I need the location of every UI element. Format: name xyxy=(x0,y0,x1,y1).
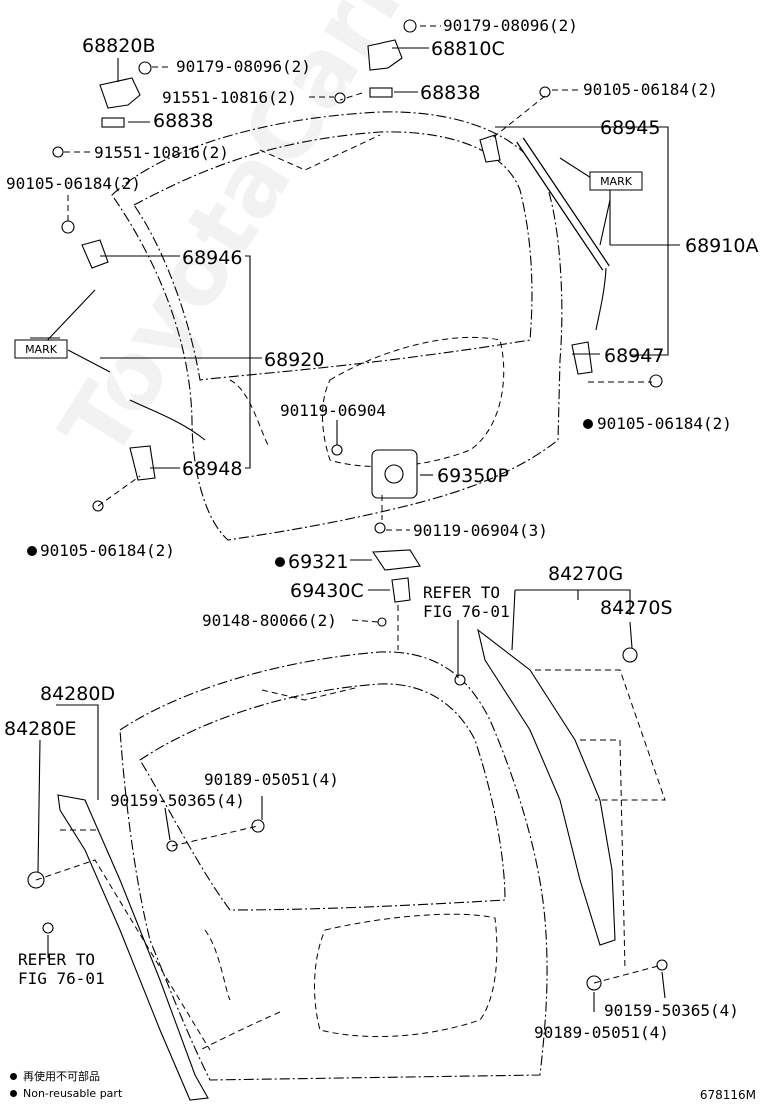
legend: 再使用不可部品 Non-reusable part xyxy=(10,1068,122,1102)
legend-row-en: Non-reusable part xyxy=(10,1085,122,1102)
label-90179-a: 90179-08096(2) xyxy=(176,57,311,76)
label-84270g: 84270G xyxy=(548,563,623,585)
garnish-84270g-drawing xyxy=(454,628,668,991)
label-90189-a: 90189-05051(4) xyxy=(204,770,339,789)
label-91551-b: 91551-10816(2) xyxy=(94,143,229,162)
legend-text-en: Non-reusable part xyxy=(23,1087,123,1100)
strut-left-drawing xyxy=(55,220,206,441)
label-69321: 69321 xyxy=(288,551,348,573)
label-90189-b: 90189-05051(4) xyxy=(534,1023,669,1042)
label-69430c: 69430C xyxy=(290,580,364,602)
label-90105-c: 90105-06184(2) xyxy=(597,414,732,433)
hinge-68810c-drawing xyxy=(334,19,417,104)
label-90159-b: 90159-50365(4) xyxy=(604,1001,739,1020)
bracket-68948-drawing xyxy=(92,445,156,512)
label-68820b: 68820B xyxy=(82,35,155,57)
label-68945: 68945 xyxy=(600,117,660,139)
non-reusable-markers xyxy=(27,419,593,567)
label-refer-b-1: REFER TO xyxy=(18,950,95,969)
label-refer-a-2: FIG 76-01 xyxy=(423,602,510,621)
label-68947: 68947 xyxy=(604,345,664,367)
upper-back-door-outline xyxy=(111,111,563,541)
label-68946: 68946 xyxy=(182,247,242,269)
leader-lines xyxy=(30,25,680,1012)
label-refer-a-1: REFER TO xyxy=(423,583,500,602)
label-90119-b: 90119-06904(3) xyxy=(413,521,548,540)
label-90179-b: 90179-08096(2) xyxy=(443,16,578,35)
label-84280d: 84280D xyxy=(40,683,115,705)
garnish-84280d-drawing xyxy=(27,794,265,1101)
label-90119-a: 90119-06904 xyxy=(280,401,386,420)
svg-text:MARK: MARK xyxy=(600,175,633,188)
bullet-icon xyxy=(10,1073,17,1080)
mark-box-left: MARK xyxy=(14,339,68,359)
label-84270s: 84270S xyxy=(600,597,673,619)
label-90105-b: 90105-06184(2) xyxy=(583,80,718,99)
label-90105-d: 90105-06184(2) xyxy=(40,541,175,560)
label-68910a: 68910A xyxy=(685,235,758,257)
label-68838-a: 68838 xyxy=(153,110,213,132)
label-refer-b-2: FIG 76-01 xyxy=(18,969,105,988)
legend-text-cn: 再使用不可部品 xyxy=(23,1070,100,1083)
mark-box-right: MARK xyxy=(589,171,643,191)
label-90105-a: 90105-06184(2) xyxy=(6,174,141,193)
bullet-icon xyxy=(10,1090,17,1097)
label-84280e: 84280E xyxy=(4,718,76,740)
label-68948: 68948 xyxy=(182,458,242,480)
label-68838-b: 68838 xyxy=(420,82,480,104)
label-69350p: 69350P xyxy=(437,465,509,487)
label-90159-a: 90159-50365(4) xyxy=(110,791,245,810)
svg-text:MARK: MARK xyxy=(25,343,58,356)
hinge-68820b-drawing xyxy=(52,61,152,158)
lock-69350p-drawing xyxy=(331,444,421,650)
figure-code: 678116M xyxy=(699,1088,756,1102)
legend-row-cn: 再使用不可部品 xyxy=(10,1068,122,1085)
label-68810c: 68810C xyxy=(431,38,505,60)
part-labels: 68820B 90179-08096(2) 91551-10816(2) 688… xyxy=(4,16,758,1042)
strut-right-drawing xyxy=(479,86,663,388)
lower-back-door-outline xyxy=(119,651,548,1081)
label-90148: 90148-80066(2) xyxy=(202,611,337,630)
label-68920: 68920 xyxy=(264,349,324,371)
label-91551-a: 91551-10816(2) xyxy=(162,88,297,107)
